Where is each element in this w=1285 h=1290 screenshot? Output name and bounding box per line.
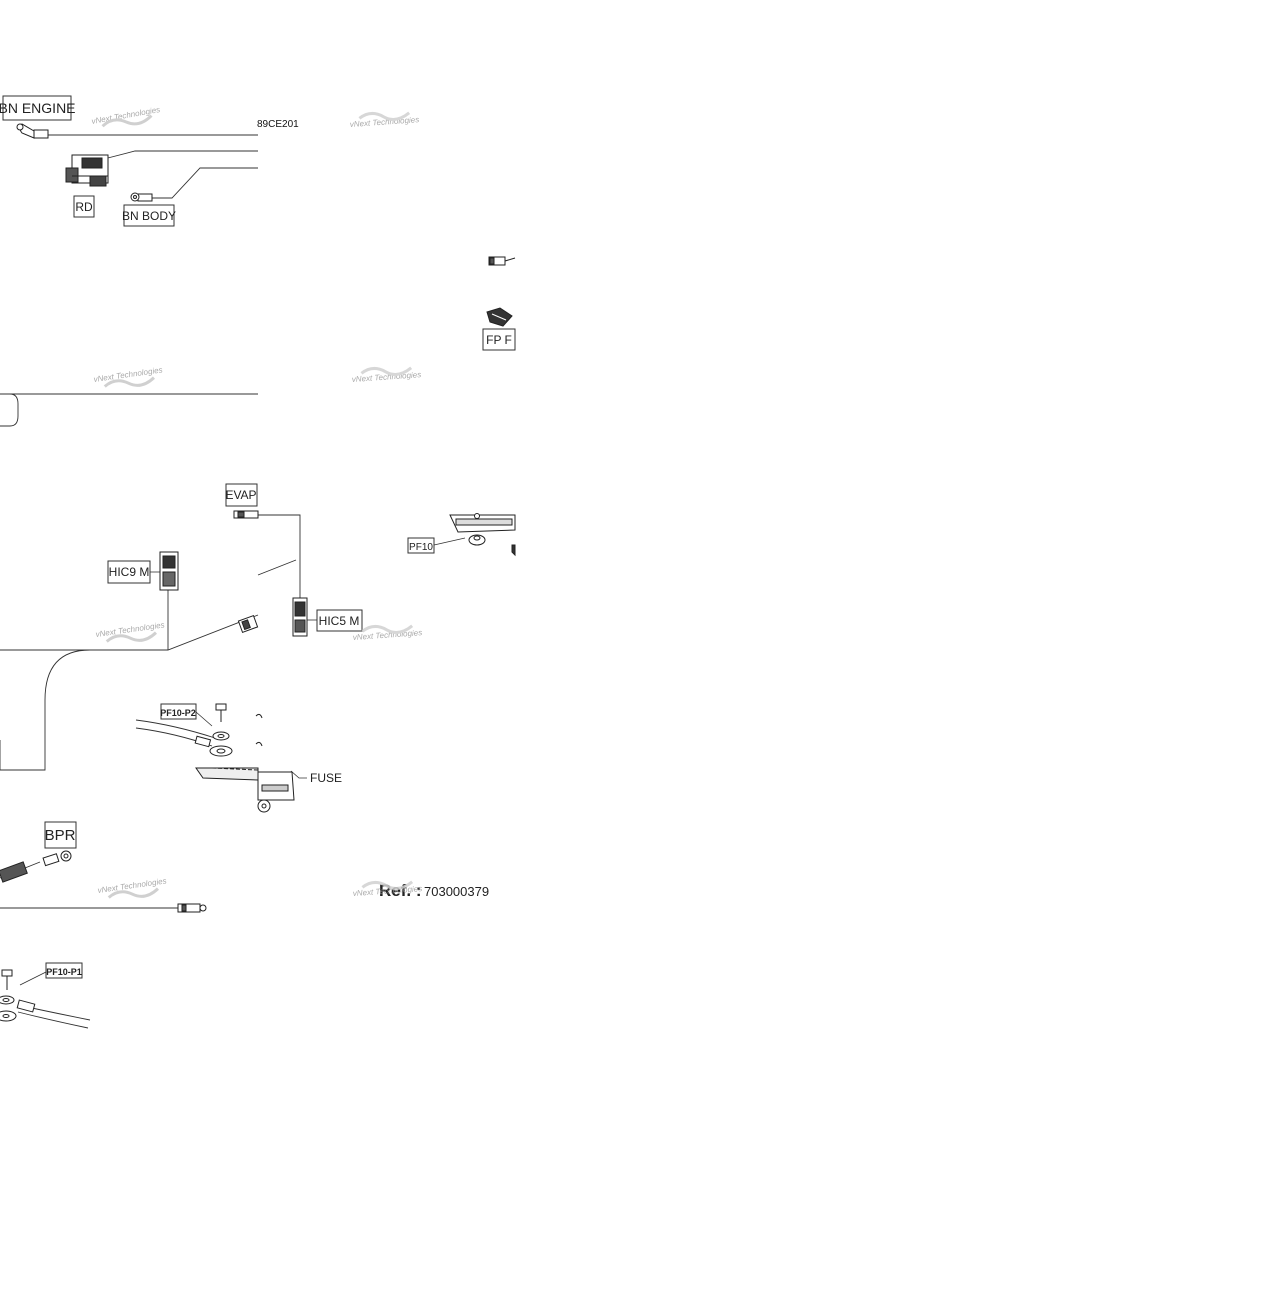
reference-number: 703000379 [424, 884, 489, 899]
label-bpr: BPR [45, 827, 76, 844]
wire-bend-left [0, 393, 19, 427]
connector-icon [159, 551, 179, 591]
watermark-mark: vNext Technologies [91, 105, 161, 128]
connector-icon [292, 597, 308, 637]
wire-pf10-p2 [135, 719, 216, 739]
label-pf10: PF10 [409, 542, 433, 553]
svg-text:vNext Technologies: vNext Technologies [97, 876, 167, 895]
label-hic5-m: HIC5 M [319, 614, 360, 628]
wire-evap-branch [257, 559, 297, 576]
label-rd: RD [75, 200, 93, 214]
label-pf10-p2: PF10-P2 [160, 708, 196, 718]
svg-text:vNext Technologies: vNext Technologies [95, 620, 165, 639]
ring-terminal-icon [16, 123, 49, 139]
fuse-icon [257, 771, 295, 813]
label-evap: EVAP [225, 488, 256, 502]
connector-icon [488, 256, 516, 266]
wire-bn-body [150, 167, 258, 199]
watermark-mark: vNext Technologies [352, 366, 422, 384]
ring-terminal-icon [0, 850, 207, 913]
watermark-mark: vNext Technologies [97, 876, 167, 899]
watermark-mark: vNext Technologies [353, 624, 423, 642]
relay-block-icon [65, 154, 109, 187]
wire-evap-hic5 [258, 514, 301, 598]
watermark-mark: vNext Technologies [93, 365, 163, 388]
fuse-holder-icon [449, 513, 516, 557]
wire-drop-left [0, 649, 91, 771]
label-texts: BN ENGINE RD BN BODY FP F EVAP HIC9 M HI… [0, 100, 512, 977]
leader-lines [19, 537, 466, 986]
svg-text:vNext Technologies: vNext Technologies [93, 365, 163, 384]
label-fuse: FUSE [310, 771, 342, 785]
label-boxes [2, 95, 516, 979]
label-bn-engine: BN ENGINE [0, 100, 76, 116]
label-pf10-p1: PF10-P1 [46, 967, 82, 977]
label-fp-f: FP F [486, 333, 512, 347]
connector-icon [486, 307, 513, 327]
watermark-mark: vNext Technologies [95, 620, 165, 643]
wire-rd [99, 150, 258, 161]
screw-washer-icon [0, 969, 36, 1022]
label-bn-body: BN BODY [122, 209, 176, 223]
connector-icon [237, 614, 259, 634]
drawing-code: 89CE201 [257, 119, 299, 130]
connector-icon [233, 510, 259, 519]
screw-washer-icon [194, 703, 263, 781]
watermark-mark: vNext Technologies [350, 111, 420, 129]
ring-terminal-icon [130, 192, 153, 202]
label-hic9-m: HIC9 M [109, 565, 150, 579]
